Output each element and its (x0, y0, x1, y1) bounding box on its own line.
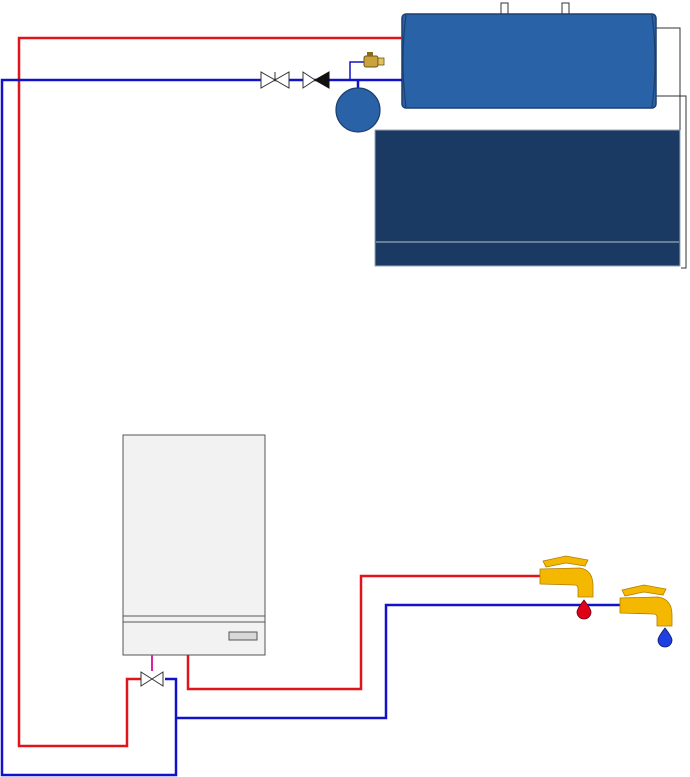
hot-tap-spout (539, 567, 594, 598)
safety-valve-line (349, 61, 364, 80)
boiler-body (122, 434, 266, 656)
tank-top-fitting-right (561, 2, 570, 15)
cold-tap-handle (621, 584, 667, 597)
hot-tap-handle (542, 555, 589, 568)
storage-tank (401, 2, 657, 109)
cold-main-pipe (0, 78, 402, 777)
hot-water-drop-icon (576, 599, 592, 620)
boiler-display (228, 631, 258, 641)
check-valve-filled-triangle (313, 71, 330, 89)
cold-tap (619, 584, 673, 648)
shutoff-valve (260, 71, 290, 89)
check-valve-open-triangle (302, 71, 316, 89)
collector-loop-outer (655, 95, 687, 269)
safety-valve-cap (377, 57, 385, 66)
tank-body (401, 13, 657, 109)
tank-top-fitting-left (500, 2, 509, 15)
expansion-vessel (335, 80, 381, 133)
safety-valve-body (363, 55, 379, 68)
safety-valve-lever (367, 52, 373, 56)
tank-end-cap-left (402, 14, 407, 108)
combi-boiler (122, 434, 266, 656)
collector-loop-lines (655, 27, 687, 269)
mixing-valve (140, 655, 164, 687)
cold-tap-pipe (176, 603, 622, 720)
hot-main-pipe (17, 36, 402, 748)
cold-tap-spout (619, 596, 673, 627)
mixing-valve-body (140, 671, 164, 687)
solar-collector (374, 129, 681, 267)
check-valve (302, 71, 330, 89)
vessel-body (335, 87, 381, 133)
collector-panel (374, 129, 681, 267)
cold-water-drop-icon (657, 627, 673, 648)
tank-end-cap-right (651, 14, 656, 108)
boiler-hot-pipe (186, 574, 545, 691)
safety-valve (349, 52, 385, 80)
hot-tap (539, 555, 594, 620)
collector-loop-inner (655, 27, 681, 130)
